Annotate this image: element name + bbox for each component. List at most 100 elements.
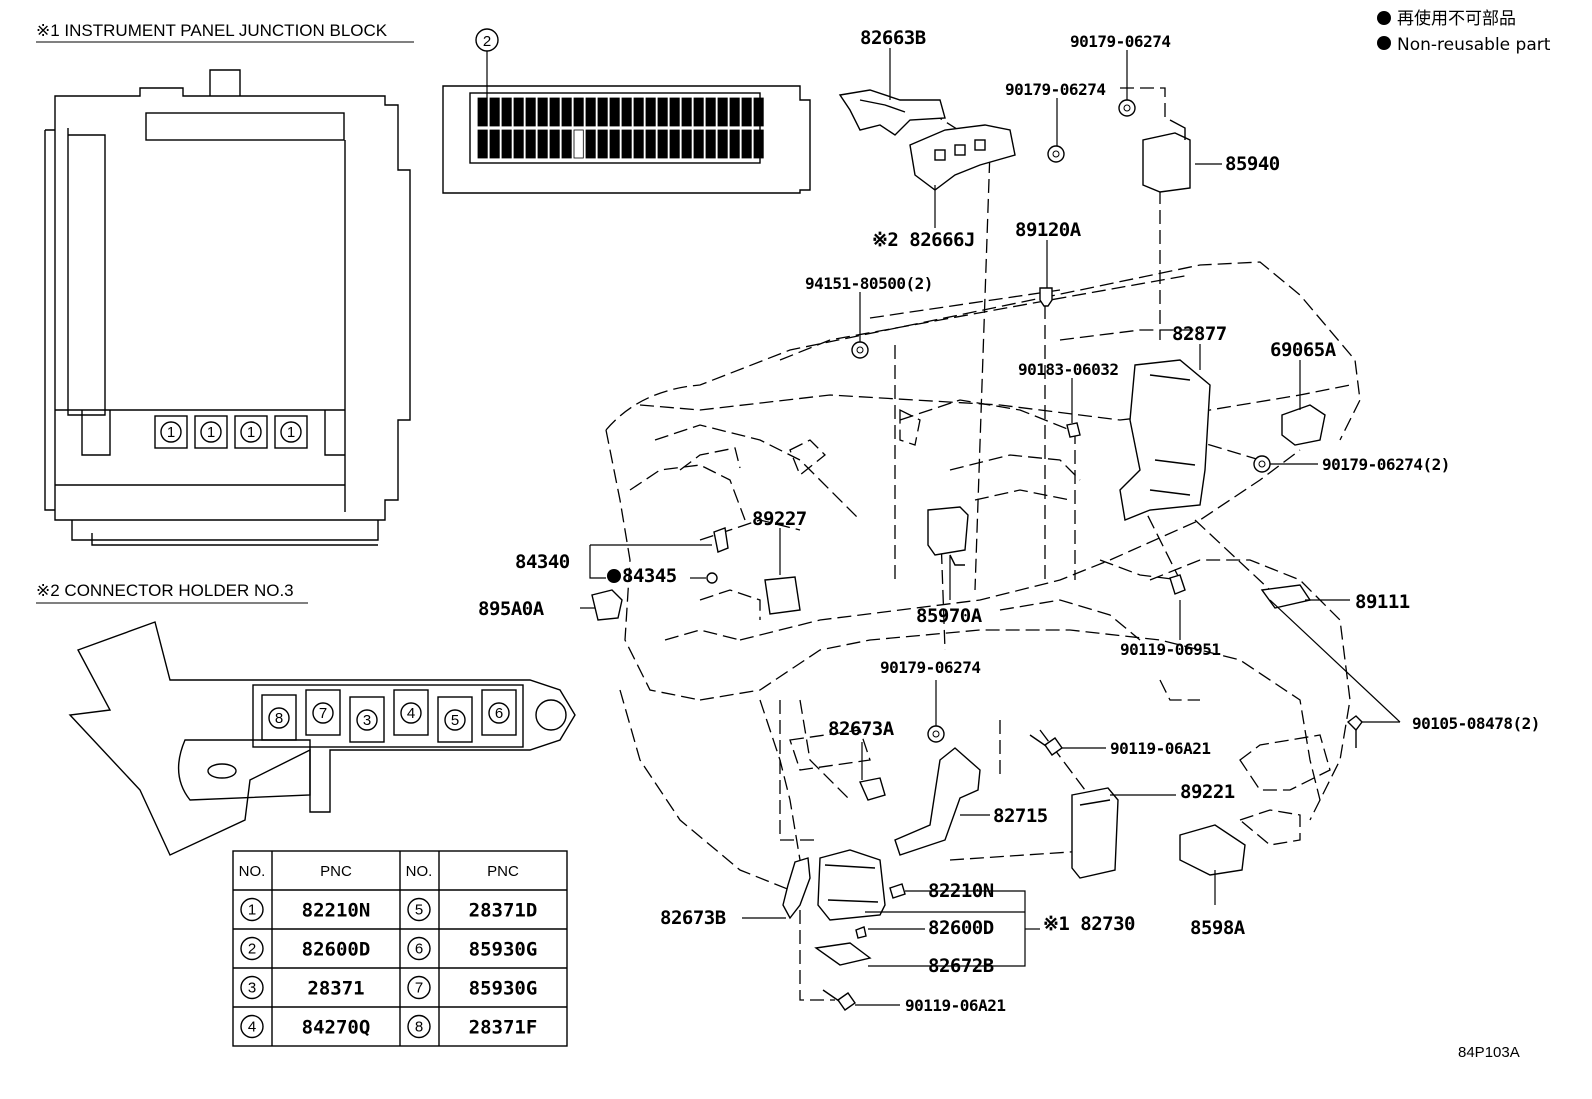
svg-text:5: 5 xyxy=(451,712,459,729)
svg-text:1: 1 xyxy=(207,424,215,441)
connector-cell xyxy=(525,129,536,159)
label-82730: ※1 82730 xyxy=(1043,913,1135,935)
connector-cell xyxy=(717,129,728,159)
label-90119-06951: 90119-06951 xyxy=(1120,640,1220,659)
table-callout-circle xyxy=(407,936,431,961)
connector-cell xyxy=(489,97,500,127)
non-reusable-dot-icon xyxy=(1377,36,1391,50)
legend-english: Non-reusable part xyxy=(1397,35,1551,55)
table-callout-circle xyxy=(407,1014,431,1039)
figure-code: 84P103A xyxy=(1458,1044,1520,1061)
label-82210N: 82210N xyxy=(928,880,994,902)
connector-cell xyxy=(717,97,728,127)
table-no: 3 xyxy=(248,980,256,997)
connector-cell xyxy=(633,129,644,159)
nut-90179-06274 xyxy=(1253,455,1271,473)
connector-cell xyxy=(729,97,740,127)
label-82600D: 82600D xyxy=(928,917,994,939)
table-pnc: 82210N xyxy=(302,900,371,922)
label-90105-08478: 90105-08478(2) xyxy=(1412,714,1540,733)
part-89221-ecu xyxy=(1071,787,1119,879)
non-reusable-dot-icon xyxy=(607,569,621,583)
leader-lines xyxy=(580,48,1401,1006)
connector-holder-view: ※2 CONNECTOR HOLDER NO.3 8 7 3 4 xyxy=(36,581,576,856)
connector-cell xyxy=(549,129,560,159)
connector-cell xyxy=(645,97,656,127)
table-pnc: 28371 xyxy=(307,978,364,1000)
connector-cell xyxy=(537,129,548,159)
label-90119-06A21: 90119-06A21 xyxy=(1110,739,1210,758)
connector-cell xyxy=(513,97,524,127)
label-90179-06274-2: 90179-06274(2) xyxy=(1322,455,1450,474)
connector-cell xyxy=(657,129,668,159)
connector-cell xyxy=(633,97,644,127)
part-82663B-bracket xyxy=(838,89,946,136)
connector-cells xyxy=(477,97,764,159)
table-no: 7 xyxy=(415,980,423,997)
label-90179-06274: 90179-06274 xyxy=(1070,32,1170,51)
table-no: 8 xyxy=(415,1019,423,1036)
label-90179-06274: 90179-06274 xyxy=(1005,80,1105,99)
connector-cell xyxy=(477,97,488,127)
nut-94151-80500 xyxy=(851,341,869,359)
clip-89120A xyxy=(1039,287,1053,307)
table-pnc: 28371D xyxy=(469,900,538,922)
label-89221: 89221 xyxy=(1180,781,1235,803)
table-no: 1 xyxy=(248,902,256,919)
table-callout-circle xyxy=(240,936,264,961)
label-84345: 84345 xyxy=(622,565,677,587)
connector-cell xyxy=(621,129,632,159)
part-82730-junction-block xyxy=(817,849,886,921)
table-callout-circle xyxy=(407,975,431,1000)
table-no: 2 xyxy=(248,941,256,958)
connector-cell xyxy=(669,129,680,159)
bolt-90119-06A21 xyxy=(822,989,856,1011)
connector-cell xyxy=(537,97,548,127)
label-90183-06032: 90183-06032 xyxy=(1018,360,1118,379)
label-82663B: 82663B xyxy=(860,27,926,49)
label-89120A: 89120A xyxy=(1015,219,1082,241)
callout-8: 8 xyxy=(268,707,290,729)
connector-cell xyxy=(501,129,512,159)
legend: 再使用不可部品 Non-reusable part xyxy=(1377,8,1551,55)
label-90119-06A21: 90119-06A21 xyxy=(905,996,1005,1015)
label-89227: 89227 xyxy=(752,508,807,530)
table-callout-circle xyxy=(407,897,431,922)
junction-block-view: ※1 INSTRUMENT PANEL JUNCTION BLOCK 1 1 1 xyxy=(36,21,414,546)
part-8598A-module xyxy=(1179,824,1246,876)
connector-cell xyxy=(561,129,572,159)
part-84340-switch xyxy=(713,527,729,553)
connector-cell xyxy=(741,97,752,127)
table-pnc: 84270Q xyxy=(302,1017,371,1039)
connector-cell xyxy=(489,129,500,159)
connector-cell xyxy=(753,97,764,127)
connector-cell xyxy=(609,97,620,127)
svg-text:8: 8 xyxy=(275,710,283,727)
label-82673A: 82673A xyxy=(828,718,895,740)
table-callout-circle xyxy=(240,975,264,1000)
part-69065A-connector xyxy=(1281,404,1326,446)
label-85970A: 85970A xyxy=(916,605,983,627)
connector-cell xyxy=(693,129,704,159)
table-header-pnc: PNC xyxy=(320,863,352,880)
callout-4: 4 xyxy=(400,702,422,724)
part-89111-receiver xyxy=(1260,584,1312,609)
connector-cell xyxy=(645,129,656,159)
part-labels: 82663B 90179-06274 90179-06274 85940 ※2 … xyxy=(478,27,1540,1015)
connector-cell xyxy=(597,129,608,159)
label-82715: 82715 xyxy=(993,805,1048,827)
label-94151-80500: 94151-80500(2) xyxy=(805,274,933,293)
nut-90179-06274 xyxy=(927,725,945,743)
callout-1: 1 xyxy=(200,421,222,443)
connector-cell xyxy=(585,97,596,127)
connector-cell xyxy=(513,129,524,159)
connector-cell xyxy=(681,97,692,127)
connector-cell xyxy=(573,97,584,127)
svg-text:4: 4 xyxy=(407,705,415,722)
label-89111: 89111 xyxy=(1355,591,1410,613)
connector-cell xyxy=(753,129,764,159)
label-82672B: 82672B xyxy=(928,955,994,977)
connector-cell xyxy=(609,129,620,159)
clip-90183-06032 xyxy=(1066,422,1081,438)
